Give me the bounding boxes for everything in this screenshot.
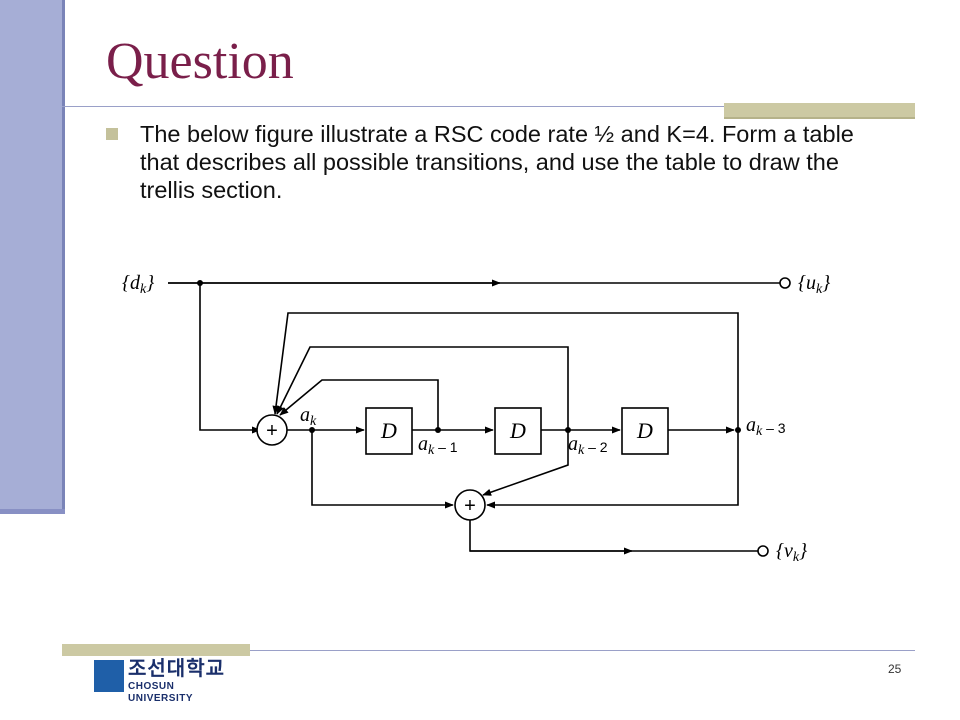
logo-korean-text: 조선대학교 bbox=[128, 658, 225, 680]
output-u-label: {uk} bbox=[798, 272, 830, 297]
university-logo: 조선대학교 CHOSUN UNIVERSITY bbox=[94, 658, 234, 704]
output-u-terminal bbox=[779, 277, 791, 289]
bullet-text: The below figure illustrate a RSC code r… bbox=[140, 121, 854, 203]
bullet-marker bbox=[106, 128, 118, 140]
svg-text:D: D bbox=[380, 418, 397, 443]
delay-block-3 bbox=[621, 407, 669, 455]
top-accent-bar bbox=[724, 103, 915, 119]
logo-english-text: CHOSUN UNIVERSITY bbox=[128, 681, 194, 704]
svg-text:+: + bbox=[464, 495, 476, 517]
svg-text:D: D bbox=[509, 418, 526, 443]
title-rule bbox=[62, 106, 915, 107]
footer-rule bbox=[62, 650, 915, 651]
input-label: {dk} bbox=[122, 272, 154, 297]
page-number: 25 bbox=[888, 662, 902, 676]
svg-text:+: + bbox=[266, 420, 278, 442]
state-label-ak1: ak – 1 bbox=[418, 433, 458, 458]
slide-title: Question bbox=[106, 33, 294, 90]
university-emblem-icon bbox=[94, 660, 124, 692]
state-label-ak3: ak – 3 bbox=[746, 414, 786, 439]
left-decor-bar-shadow bbox=[0, 509, 65, 514]
footer-accent-bar bbox=[62, 644, 250, 656]
output-v-terminal bbox=[757, 545, 769, 557]
left-decor-bar bbox=[0, 0, 65, 512]
svg-text:D: D bbox=[636, 418, 653, 443]
output-v-label: {vk} bbox=[776, 540, 807, 565]
state-label-ak2: ak – 2 bbox=[568, 433, 608, 458]
delay-block-2 bbox=[494, 407, 542, 455]
state-label-ak: ak bbox=[300, 404, 317, 429]
rsc-encoder-diagram: {dk} {uk} + ak D ak – 1 D ak – 2 D ak – … bbox=[122, 272, 830, 565]
bullet-item: The below figure illustrate a RSC code r… bbox=[106, 120, 886, 204]
delay-block-1 bbox=[365, 407, 413, 455]
